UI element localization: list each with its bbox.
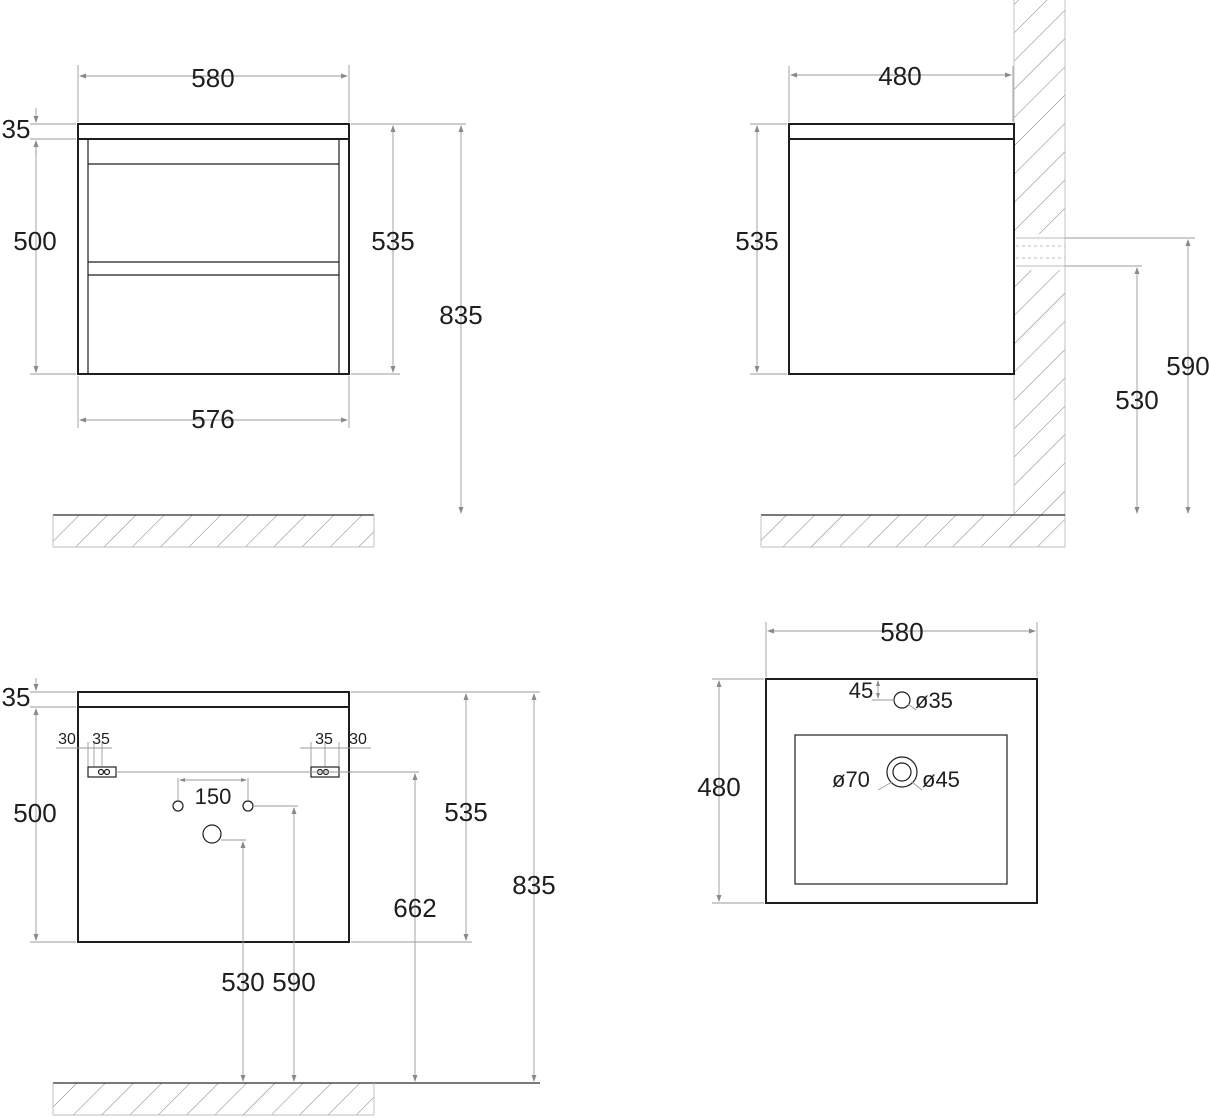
back-body-height-label: 500 [13, 798, 56, 828]
back-mount-height-label: 662 [393, 893, 436, 923]
top-width-label: 580 [880, 617, 923, 647]
front-top-thickness-label: 35 [2, 114, 31, 144]
drain-inner-circle [892, 762, 912, 782]
tap-hole-label: ø35 [915, 688, 953, 713]
front-top-thickness-dimension: 35 [2, 108, 76, 155]
back-supply-height-dimension: 590 [253, 805, 316, 1082]
side-outlet-lower-label: 530 [1115, 385, 1158, 415]
basin-outline [765, 678, 1038, 904]
back-drain-height-label: 530 [221, 967, 264, 997]
top-width-dimension: 580 [765, 617, 1038, 677]
back-floor-height-label: 835 [512, 870, 555, 900]
front-total-height-dimension: 535 [351, 123, 415, 375]
front-width-bottom-label: 576 [191, 404, 234, 434]
side-depth-label: 480 [878, 61, 921, 91]
front-width-bottom-dimension: 576 [77, 376, 350, 434]
top-view: 580 480 45 ø35 ø70 ø45 [697, 617, 1038, 904]
top-depth-label: 480 [697, 772, 740, 802]
tap-offset-label: 45 [849, 678, 873, 703]
supply-hole-right [242, 800, 254, 812]
back-edge-left-label: 30 [58, 731, 76, 748]
side-outlet-upper-dimension: 590 [1065, 237, 1209, 514]
drain-outer-label: ø70 [832, 767, 870, 792]
side-height-label: 535 [735, 226, 778, 256]
back-hanger-right-label: 35 [315, 731, 333, 748]
side-wall [1013, 0, 1066, 547]
front-floor [52, 514, 375, 548]
side-outlet-lower-dimension: 530 [1065, 265, 1159, 514]
back-openings [172, 800, 254, 844]
drain-inner-label: ø45 [922, 767, 960, 792]
tap-hole [893, 691, 911, 709]
front-width-top-dimension: 580 [77, 63, 350, 122]
drain-outer-circle [886, 756, 918, 788]
back-top-thickness-label: 35 [2, 682, 31, 712]
side-depth-dimension: 480 [788, 61, 1014, 122]
back-supply-spacing-label: 150 [195, 784, 232, 809]
back-supply-spacing-dimension: 150 [177, 778, 249, 809]
back-hanger-left-label: 35 [92, 731, 110, 748]
side-floor [760, 514, 1065, 548]
back-drain-height-dimension: 530 [221, 839, 265, 1082]
back-edge-dimensions: 30 35 35 30 [56, 731, 371, 766]
back-floor-height-dimension: 835 [472, 691, 556, 1082]
side-view: 480 535 590 530 [735, 0, 1209, 548]
side-height-dimension: 535 [735, 123, 787, 375]
front-total-height-label: 535 [371, 226, 414, 256]
back-mount-height-dimension: 662 [116, 771, 437, 1082]
front-cabinet [77, 123, 350, 375]
tap-offset-dimension: 45 [849, 678, 894, 703]
back-top-thickness-dimension: 35 [2, 678, 76, 720]
front-view: 580 576 35 500 [2, 63, 483, 548]
basin-bowl [794, 734, 1008, 885]
side-cabinet [788, 123, 1015, 375]
side-outlet-upper-label: 590 [1166, 351, 1209, 381]
front-floor-height-label: 835 [439, 300, 482, 330]
back-total-height-label: 535 [444, 797, 487, 827]
back-total-height-dimension: 535 [351, 691, 488, 943]
back-floor [52, 1082, 540, 1116]
drain-hole [202, 824, 222, 844]
back-edge-right-label: 30 [349, 731, 367, 748]
back-body-height-dimension: 500 [13, 708, 76, 943]
left-hanger-bracket [87, 766, 117, 778]
back-supply-height-label: 590 [272, 967, 315, 997]
top-depth-dimension: 480 [697, 678, 764, 904]
front-width-top-label: 580 [191, 63, 234, 93]
supply-hole-left [172, 800, 184, 812]
front-body-height-dimension: 500 [13, 140, 76, 375]
front-floor-height-dimension: 835 [400, 123, 483, 514]
front-body-height-label: 500 [13, 226, 56, 256]
back-view: 30 35 35 30 150 35 500 [2, 678, 556, 1116]
back-cabinet [77, 691, 350, 943]
